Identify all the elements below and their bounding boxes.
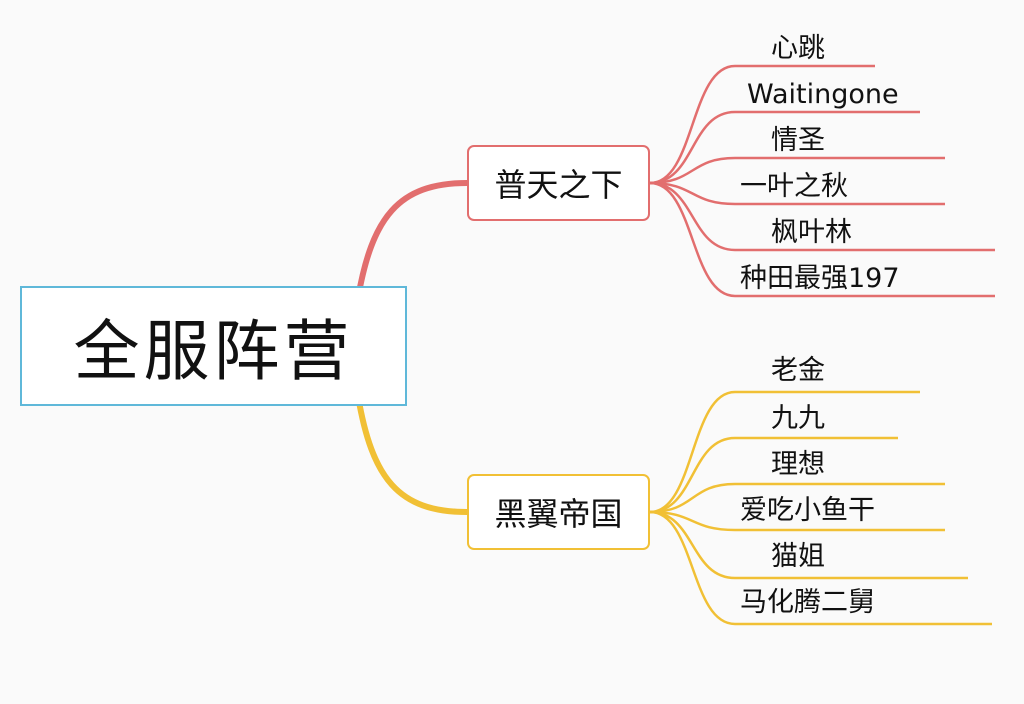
- leaf-node[interactable]: 枫叶林: [771, 217, 852, 248]
- leaf-connector: [649, 181, 945, 206]
- leaf-node[interactable]: 情圣: [771, 125, 825, 156]
- leaf-connector: [649, 64, 875, 185]
- leaf-connector: [649, 436, 898, 514]
- leaf-node[interactable]: 猫姐: [771, 541, 825, 572]
- branch-node-putian[interactable]: 普天之下: [467, 145, 650, 221]
- leaf-node[interactable]: 爱吃小鱼干: [740, 495, 875, 526]
- leaf-connector: [649, 110, 920, 185]
- root-to-branch-2-connector: [355, 393, 470, 515]
- leaf-connector: [649, 181, 995, 252]
- leaf-node[interactable]: 马化腾二舅: [740, 587, 875, 618]
- root-label: 全服阵营: [73, 313, 354, 390]
- root-node[interactable]: 全服阵营: [20, 286, 407, 406]
- leaf-connector: [649, 181, 995, 298]
- leaf-connector: [649, 510, 968, 580]
- branch-label: 黑翼帝国: [494, 495, 623, 533]
- leaf-node[interactable]: 老金: [771, 355, 825, 386]
- branch-node-heiyi[interactable]: 黑翼帝国: [467, 474, 650, 550]
- leaf-node[interactable]: 九九: [771, 403, 825, 434]
- branch-label: 普天之下: [494, 166, 623, 204]
- leaf-connector: [649, 390, 920, 514]
- root-to-branch-1-connector: [355, 180, 470, 301]
- leaf-node[interactable]: Waitingone: [747, 79, 899, 110]
- leaf-connector: [649, 510, 945, 532]
- leaf-node[interactable]: 心跳: [771, 33, 825, 64]
- leaf-node[interactable]: 一叶之秋: [740, 171, 848, 202]
- leaf-connector: [649, 482, 945, 514]
- leaf-node[interactable]: 种田最强197: [740, 263, 900, 294]
- leaf-node[interactable]: 理想: [771, 449, 825, 480]
- leaf-connector: [649, 510, 992, 626]
- leaf-connector: [649, 156, 945, 185]
- branch-1-leaf-connectors: [649, 64, 995, 298]
- branch-2-leaf-connectors: [649, 390, 992, 626]
